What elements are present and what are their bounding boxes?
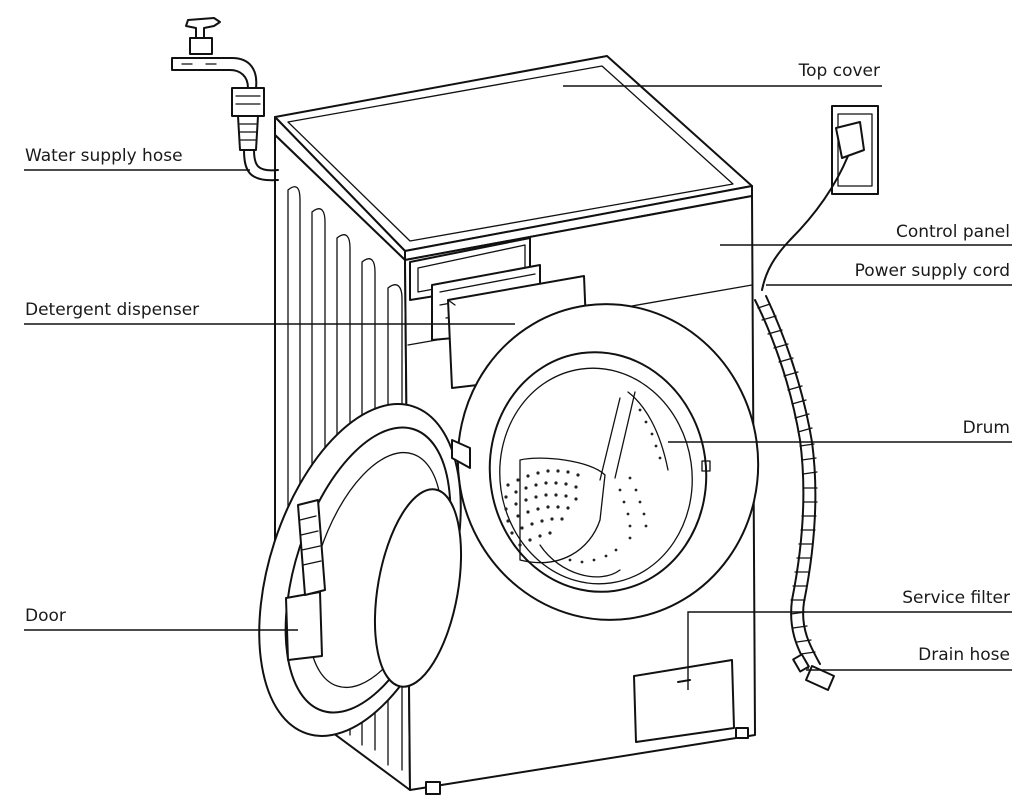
- service-filter-cover: [633, 659, 735, 743]
- control-panel-label: Control panel: [896, 222, 1010, 242]
- drum-label: Drum: [963, 418, 1010, 438]
- service-filter-leader: [687, 611, 1012, 690]
- service-filter-label: Service filter: [902, 588, 1010, 608]
- detergent-dispenser-label: Detergent dispenser: [25, 300, 199, 320]
- wall-socket: [761, 105, 879, 291]
- water-tap: [171, 17, 279, 182]
- door-label: Door: [25, 606, 66, 626]
- drain-hose-label: Drain hose: [918, 645, 1010, 665]
- washing-machine-illustration: [258, 55, 760, 795]
- top-cover-label: Top cover: [798, 61, 880, 81]
- door-shape: [258, 403, 471, 737]
- drain-hose-shape: [754, 295, 835, 691]
- labels: Top cover Water supply hose Control pane…: [25, 61, 1010, 665]
- water-supply-hose-label: Water supply hose: [25, 146, 183, 166]
- leader-lines: [24, 85, 1012, 690]
- power-supply-cord-label: Power supply cord: [855, 261, 1010, 281]
- drum-perforations: [504, 408, 662, 564]
